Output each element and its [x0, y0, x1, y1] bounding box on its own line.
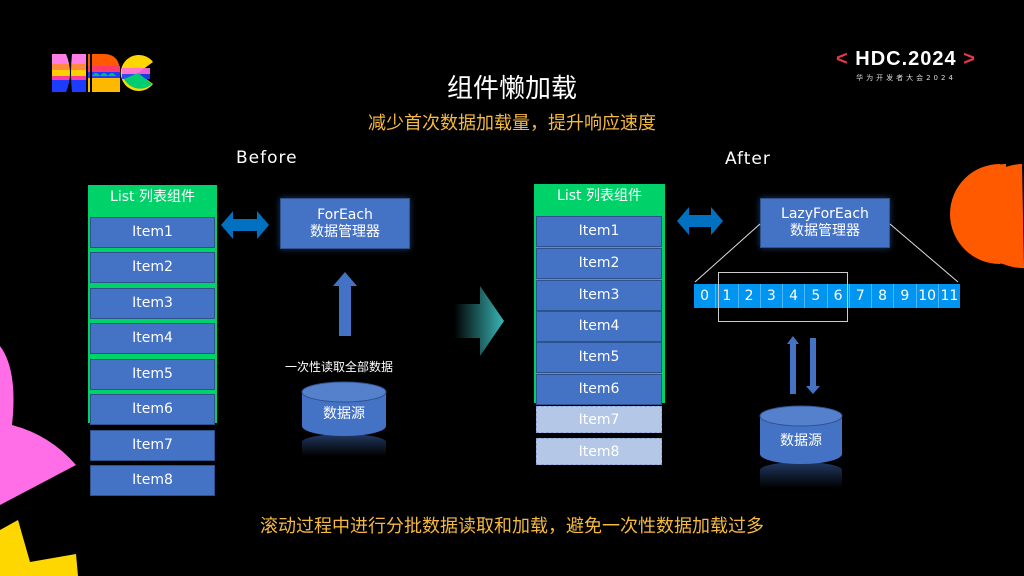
data-index-cell: 1 [716, 284, 739, 308]
load-arrows-icon [787, 336, 820, 394]
before-list-item: Item1 [90, 217, 215, 248]
before-list-item: Item3 [90, 288, 215, 319]
data-index-cell: 11 [940, 288, 959, 304]
hdc-logo [52, 54, 153, 92]
after-list-item: Item5 [536, 342, 662, 373]
slide-footer-note: 滚动过程中进行分批数据读取和加载，避免一次性数据加载过多 [260, 516, 764, 537]
after-list-item: Item6 [536, 374, 662, 405]
data-index-cell: 9 [894, 284, 917, 308]
before-list-item: Item4 [90, 323, 215, 354]
before-list-item: Item5 [90, 359, 215, 390]
after-unloaded-item: Item8 [536, 438, 662, 465]
hdc-2024-badge: < HDC.2024 > 华为开发者大会2024 [836, 48, 976, 92]
before-label: Before [236, 148, 298, 168]
after-list-item: Item3 [536, 280, 662, 311]
data-index-cell: 0 [694, 284, 717, 308]
after-datasource-label: 数据源 [780, 433, 822, 449]
transition-arrow-icon [454, 286, 504, 356]
data-index-cell: 7 [850, 284, 872, 308]
before-datasource-label: 数据源 [323, 406, 365, 422]
data-index-strip: 0 1 2 3 4 5 6 7 8 9 10 11 [694, 284, 960, 308]
visible-window-frame [718, 272, 848, 322]
logo-letter-c [120, 54, 153, 91]
read-all-label: 一次性读取全部数据 [285, 360, 394, 374]
before-list-item: Item6 [90, 394, 215, 425]
foreach-manager-desc: 数据管理器 [310, 223, 380, 240]
slide-title: 组件懒加载 [446, 74, 577, 104]
decor-left-shapes [0, 346, 78, 576]
badge-right-bracket: > [963, 48, 976, 70]
before-sync-arrow-icon [221, 211, 269, 239]
data-index-cell: 2 [739, 284, 761, 308]
logo-letter-d [88, 54, 120, 92]
data-index-cell: 3 [761, 284, 783, 308]
after-datasource-cylinder [759, 405, 843, 488]
badge-left-bracket: < [836, 48, 849, 70]
slide-subtitle: 减少首次数据加载量，提升响应速度 [368, 113, 656, 134]
decor-yellow-shape [0, 520, 78, 576]
decor-pink-shape [0, 346, 76, 505]
before-list-item: Item7 [90, 430, 215, 461]
after-unloaded-item: Item7 [536, 406, 662, 433]
logo-letter-h [52, 54, 86, 92]
data-index-cell: 10 [917, 284, 939, 308]
after-sync-arrow-icon [677, 207, 723, 235]
data-index-cell: 8 [872, 284, 895, 308]
badge-subtitle: 华为开发者大会2024 [856, 74, 956, 82]
badge-name: HDC.2024 [855, 48, 957, 70]
lazyforeach-manager-desc: 数据管理器 [790, 223, 860, 239]
data-index-cell: 6 [828, 284, 850, 308]
data-index-cell: 5 [805, 284, 828, 308]
after-list-item: Item4 [536, 311, 662, 342]
lazyforeach-manager-name: LazyForEach [781, 206, 869, 222]
data-index-cell: 4 [783, 284, 806, 308]
before-list-header: List 列表组件 [110, 189, 195, 205]
after-label: After [725, 149, 771, 169]
after-list-item: Item1 [536, 216, 662, 247]
after-list-item: Item2 [536, 248, 662, 279]
before-datasource-cylinder [301, 381, 387, 456]
foreach-manager-box: ForEach 数据管理器 [280, 198, 410, 249]
lazyforeach-manager-box: LazyForEach 数据管理器 [760, 198, 890, 248]
foreach-manager-name: ForEach [317, 206, 373, 223]
before-list-item: Item2 [90, 252, 215, 283]
before-list-item: Item8 [90, 465, 215, 496]
after-list-header: List 列表组件 [557, 188, 642, 204]
zoom-lines [694, 223, 959, 283]
before-up-arrow-icon [333, 272, 357, 336]
decor-orange-shape [950, 164, 1024, 268]
